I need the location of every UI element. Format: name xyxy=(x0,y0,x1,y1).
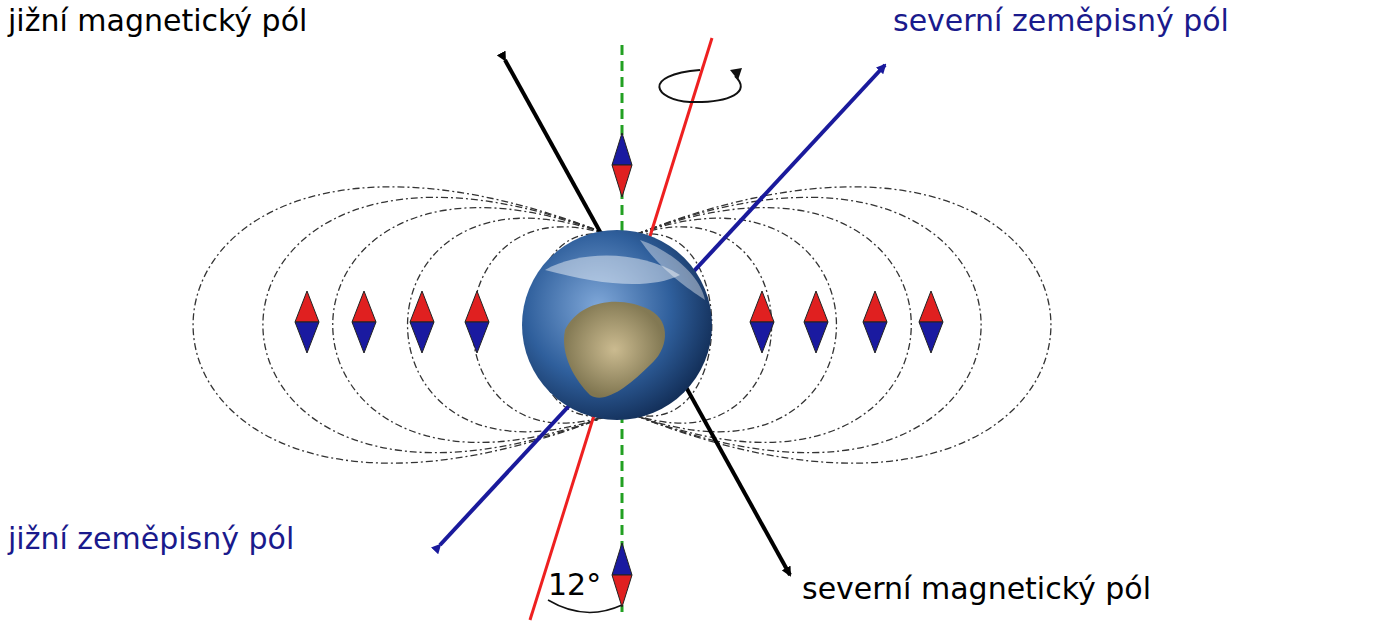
compass-needle xyxy=(352,322,376,353)
compass-needle xyxy=(804,291,828,322)
pole-label: severní magnetický pól xyxy=(802,572,1151,605)
compass-needle xyxy=(750,291,774,322)
earth xyxy=(522,230,712,420)
compass-needle xyxy=(612,575,632,607)
compass-needle xyxy=(612,133,632,165)
rotation-arrow-head xyxy=(730,68,742,80)
clouds xyxy=(640,240,705,300)
compass-needle xyxy=(612,165,632,197)
rotation-arrow xyxy=(659,70,740,102)
compass-needle xyxy=(465,322,489,353)
pole-label: jižní magnetický pól xyxy=(8,4,307,37)
compass-needle xyxy=(612,543,632,575)
compass-needle xyxy=(750,322,774,353)
angle-arc xyxy=(548,600,622,612)
compass-needle xyxy=(863,322,887,353)
angle-label: 12° xyxy=(548,568,601,601)
magnetic-axis xyxy=(505,60,790,575)
compass-needle xyxy=(465,291,489,322)
compass-needle xyxy=(804,322,828,353)
compass-needle xyxy=(295,322,319,353)
compass-needle xyxy=(410,291,434,322)
compass-needle xyxy=(919,322,943,353)
pole-label: severní zeměpisný pól xyxy=(893,4,1229,37)
pole-label: jižní zeměpisný pól xyxy=(8,522,294,555)
compass-needle xyxy=(410,322,434,353)
compasses xyxy=(295,133,943,607)
compass-needle xyxy=(295,291,319,322)
geographic-axis xyxy=(440,65,885,545)
compass-needle xyxy=(863,291,887,322)
compass-needle xyxy=(352,291,376,322)
africa xyxy=(564,302,665,398)
compass-needle xyxy=(919,291,943,322)
